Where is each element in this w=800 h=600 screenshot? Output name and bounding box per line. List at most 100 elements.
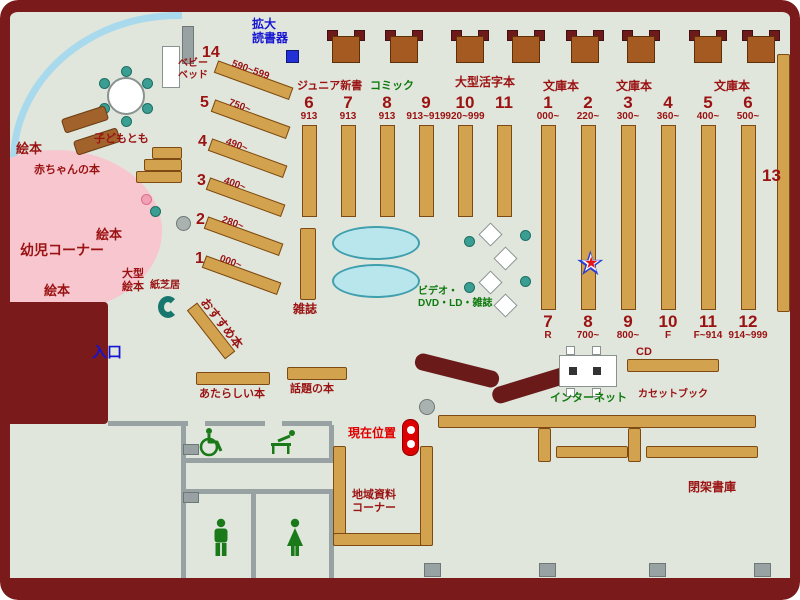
cd-label: CD [636,346,652,358]
bunko-label: 文庫本 [714,79,751,93]
pillar [424,563,441,577]
internet-chair [566,346,575,355]
comic-label: コミック [370,80,414,92]
reading-table [688,30,728,64]
step-shelf [136,171,182,183]
seat [520,276,531,287]
internet-label: インターネット [550,392,627,404]
bunko-label: 文庫本 [616,79,653,93]
magnifier-label: 拡大 読書器 [252,17,289,45]
large-print-label: 大型活字本 [455,75,516,89]
step-shelf [144,159,182,171]
ehon-label: 絵本 [16,141,43,156]
ehon-label: 絵本 [96,227,123,242]
kids-corner-arc [0,0,182,166]
local-docs-shelf [333,533,433,546]
round-stool [419,399,435,415]
section-number: 13 [762,166,781,185]
bookshelf [438,415,756,428]
magazine-shelf [300,228,316,300]
baby-bed-label: ベビー ベッド [178,58,208,81]
kids-chair [121,116,132,127]
local-docs-label: 地域資料 コーナー [352,489,396,514]
mens-toilet-icon [210,518,232,563]
kids-chair [121,66,132,77]
kids-round-table [107,77,145,115]
shelf-number: 1 [195,250,204,267]
bookshelf [628,428,641,462]
bookshelf [646,446,758,458]
kamishibai-label: 紙芝居 [150,280,180,291]
step-shelf [152,147,182,159]
internet-table [559,355,617,387]
new-books-shelf [196,372,270,385]
seat [520,230,531,241]
star-mid: ★ [580,250,602,277]
ehon-label: 絵本 [44,283,71,298]
internet-chair [592,346,601,355]
star-outline: ★ [575,245,606,283]
marker-dot [407,440,415,448]
wall [329,425,334,463]
pc-terminal [593,367,601,375]
cassette-label: カセットブック [638,389,708,400]
browsing-table [478,222,503,247]
kids-chair [142,103,153,114]
star-center: ★ [584,255,599,272]
infant-corner-label: 幼児コーナー [20,242,104,258]
bookshelf [538,428,551,462]
pillar [649,563,666,577]
wall [108,421,188,426]
shelf-number: 4 [198,133,207,150]
reading-table [741,30,781,64]
reading-table [565,30,605,64]
entrance-label: 入口 [92,344,123,361]
stack-column: 11 [481,94,527,217]
wall [205,421,265,426]
star-marker: ★ ★ ★ [574,246,610,282]
bunko-label: 文庫本 [543,79,580,93]
browsing-table [493,246,518,271]
baby-books-label: 赤ちゃんの本 [34,164,100,176]
section-number: 14 [202,44,220,61]
magazine-rack [332,264,420,298]
topic-books-shelf [287,367,347,380]
marker-dot [407,426,415,434]
bookshelf [556,446,628,458]
wall [282,421,332,426]
pillar [182,26,194,64]
kids-chair [99,78,110,89]
current-location-label: 現在位置 [348,426,397,440]
browsing-table [493,293,518,318]
wall [181,489,333,494]
wheelchair-icon [196,426,226,463]
restroom-fixture [183,492,199,503]
round-stool [176,216,191,231]
pink-stool [141,194,152,205]
cd-shelf [627,359,719,372]
bookshelf [777,54,790,312]
baby-change-icon [268,426,298,461]
zasshi-label: 雑誌 [293,302,318,316]
large-ehon-label: 大型 絵本 [122,268,144,293]
infant-area [0,150,162,312]
pc-terminal [569,367,577,375]
reading-table [506,30,546,64]
kamishibai-stand [158,296,178,318]
wall [329,489,334,578]
reading-table [621,30,661,64]
pillar [754,563,771,577]
